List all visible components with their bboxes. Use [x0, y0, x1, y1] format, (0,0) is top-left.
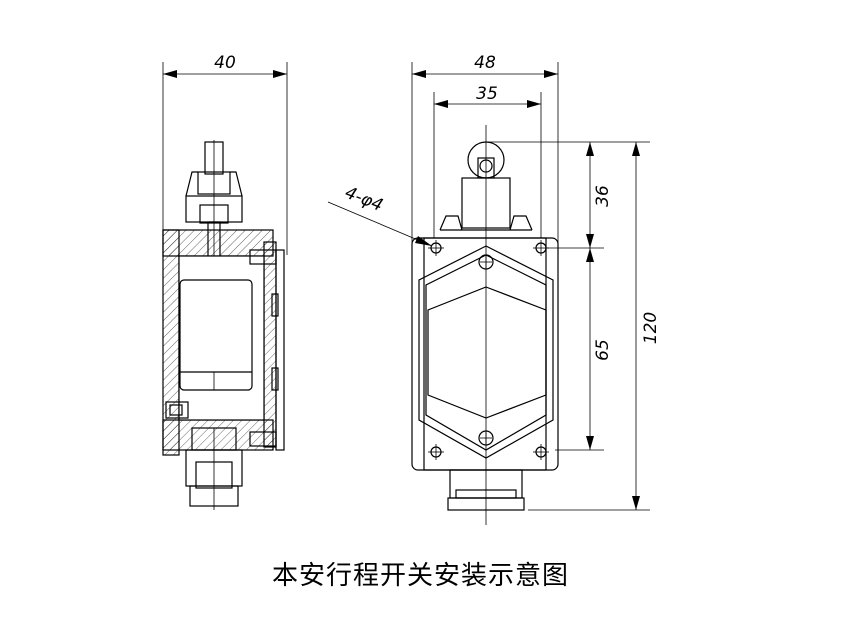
- mounting-hole: [533, 240, 549, 256]
- dim-top-to-hole-label: 36: [593, 185, 613, 207]
- mounting-hole: [533, 444, 549, 460]
- dim-side-width-label: 40: [214, 53, 236, 73]
- dim-hole-spacing-v-label: 65: [593, 339, 613, 361]
- front-view: [327, 62, 650, 525]
- drawing-caption: 本安行程开关安装示意图: [271, 561, 569, 591]
- dim-front-width-label: 48: [474, 53, 496, 73]
- dim-total-height-label: 120: [641, 312, 661, 344]
- side-view: [162, 62, 288, 510]
- mounting-hole: [428, 240, 444, 256]
- mounting-hole: [428, 444, 444, 460]
- dim-hole-spacing-h-label: 35: [476, 84, 498, 104]
